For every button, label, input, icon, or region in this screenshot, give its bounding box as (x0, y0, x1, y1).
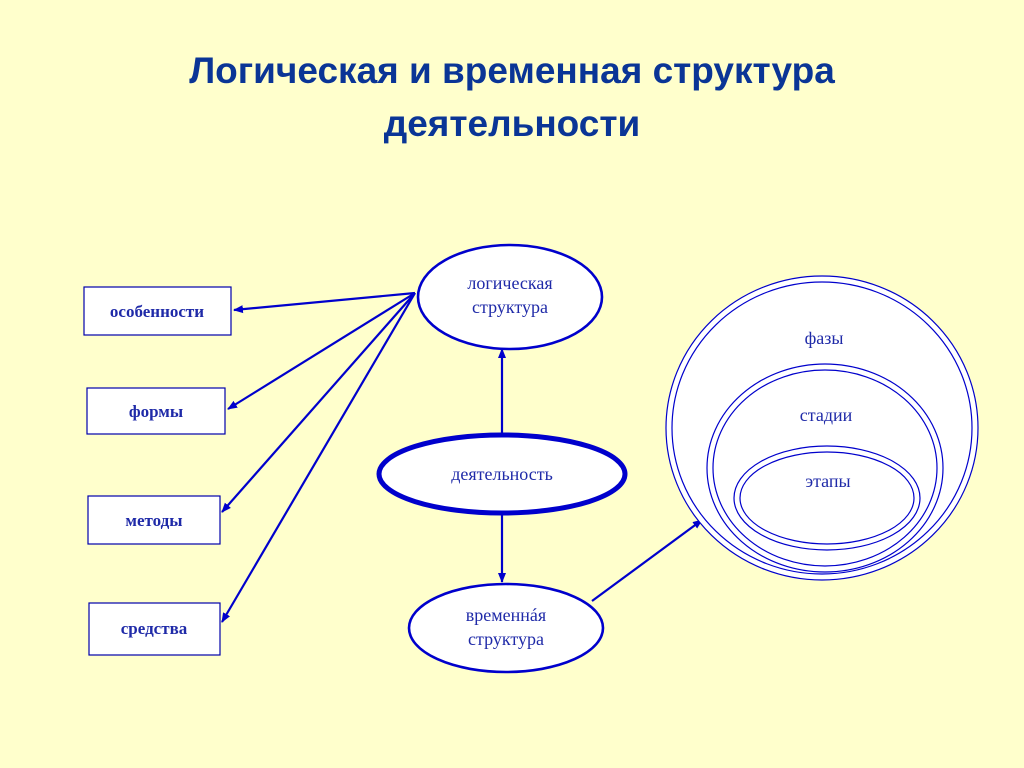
box-forms: формы (86, 387, 226, 435)
ring-stages-label: стадии (800, 405, 853, 425)
phases-nested-rings: фазы стадии этапы (665, 275, 979, 581)
arrow-to-features (233, 291, 416, 314)
box-means: средства (88, 602, 221, 656)
box-forms-label: формы (129, 402, 183, 421)
activity-label: деятельность (451, 464, 553, 484)
box-means-label: средства (121, 619, 188, 638)
node-temporal-structure: временнáя структура (407, 582, 605, 674)
box-methods-label: методы (125, 511, 182, 530)
box-features: особенности (83, 286, 232, 336)
connector-arrows (221, 291, 703, 623)
ring-phases-label: фазы (805, 328, 844, 348)
node-logical-structure: логическая структура (416, 243, 604, 351)
logical-structure-line2: структура (472, 297, 548, 317)
arrow-to-forms (227, 292, 416, 410)
ring-steps-label: этапы (805, 471, 850, 491)
ring-steps-inner (739, 451, 915, 545)
arrow-to-means (221, 292, 416, 623)
box-features-label: особенности (110, 302, 204, 321)
node-activity: деятельность (376, 432, 628, 516)
temporal-structure-line1: временнáя (466, 605, 546, 625)
arrow-to-phases (591, 519, 703, 602)
logical-structure-line1: логическая (467, 273, 552, 293)
arrow-to-methods (221, 292, 416, 513)
slide-title-line2: деятельности (383, 103, 641, 144)
slide-title-line1: Логическая и временная структура (189, 50, 835, 91)
temporal-structure-line2: структура (468, 629, 544, 649)
slide-title: Логическая и временная структура деятель… (0, 44, 1024, 150)
box-methods: методы (87, 495, 221, 545)
